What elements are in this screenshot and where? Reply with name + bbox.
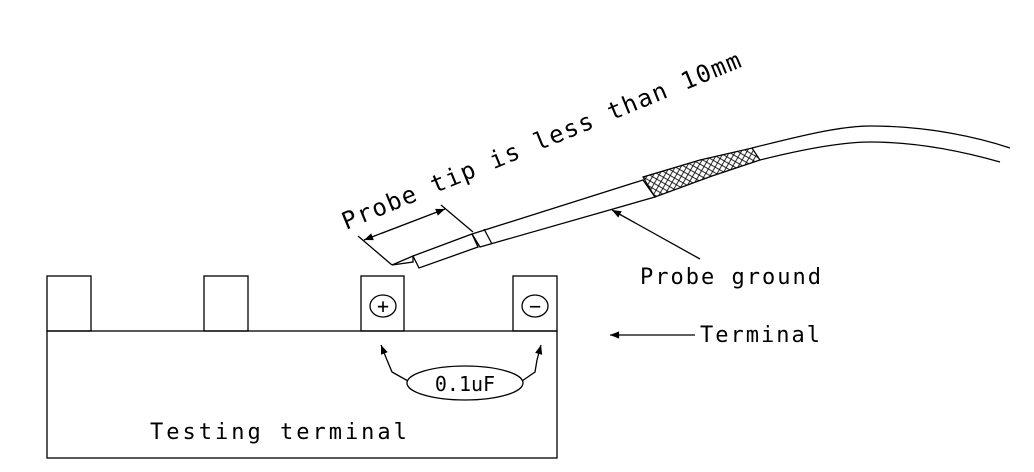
terminal-prong-1: [46, 275, 92, 332]
terminal-prong-negative: [512, 275, 558, 332]
probe-ground-arrow: [611, 209, 701, 260]
probe-icon: [391, 125, 1011, 269]
testing-terminal-label: Testing terminal: [150, 420, 410, 445]
arrow-positive: [380, 344, 409, 382]
plus-icon: [369, 294, 397, 318]
minus-icon: [521, 294, 549, 318]
terminal-prong-2: [203, 275, 249, 332]
testing-terminal-block: + −: [46, 275, 558, 459]
probe-ground-label: Probe ground: [640, 265, 823, 290]
probe-tip-label: Probe tip is less than 10mm: [338, 46, 747, 236]
arrow-negative: [521, 344, 543, 382]
capacitor-callout: 0.1uF: [380, 344, 543, 401]
minus-sign: −: [529, 294, 541, 318]
terminal-label: Terminal: [700, 323, 822, 348]
capacitor-label: 0.1uF: [435, 372, 495, 396]
plus-sign: +: [377, 294, 389, 318]
tip-length-dimension: [357, 204, 474, 266]
terminal-prong-positive: [360, 275, 405, 332]
